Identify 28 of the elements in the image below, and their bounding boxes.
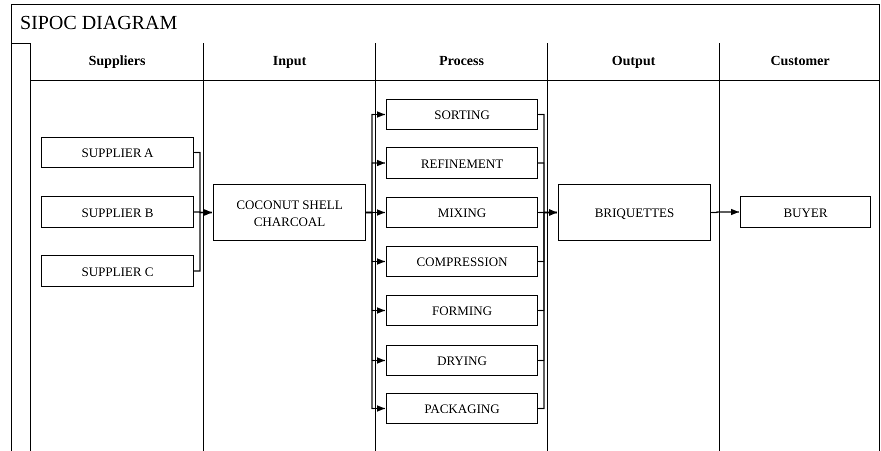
process-box: COCONUT SHELL CHARCOAL — [213, 184, 366, 241]
lane-header: Output — [612, 53, 656, 71]
process-box: BUYER — [740, 196, 871, 228]
lane-header: Process — [439, 53, 484, 71]
process-box: DRYING — [386, 345, 538, 376]
lane-header: Input — [272, 53, 306, 71]
arrow — [710, 208, 739, 216]
lane-header: Suppliers — [88, 53, 146, 71]
arrow — [365, 212, 385, 412]
process-box: REFINEMENT — [386, 147, 538, 179]
arrow — [193, 209, 212, 272]
process-box: SUPPLIER A — [41, 137, 194, 168]
swimlane — [30, 43, 203, 451]
swimlane — [203, 43, 375, 451]
process-box: FORMING — [386, 295, 538, 326]
process-box: SUPPLIER B — [41, 196, 194, 228]
process-box: COMPRESSION — [386, 246, 538, 277]
process-box: SORTING — [386, 99, 538, 130]
process-box: SUPPLIER C — [41, 255, 194, 287]
process-box: MIXING — [386, 197, 538, 228]
lane-header: Customer — [770, 53, 830, 71]
process-box: BRIQUETTES — [558, 184, 711, 241]
process-box: PACKAGING — [386, 393, 538, 424]
swimlane — [547, 43, 719, 451]
arrow — [537, 209, 557, 410]
swimlane — [719, 43, 880, 451]
diagram-title: SIPOC DIAGRAM — [20, 11, 178, 36]
swimlane — [375, 43, 547, 451]
